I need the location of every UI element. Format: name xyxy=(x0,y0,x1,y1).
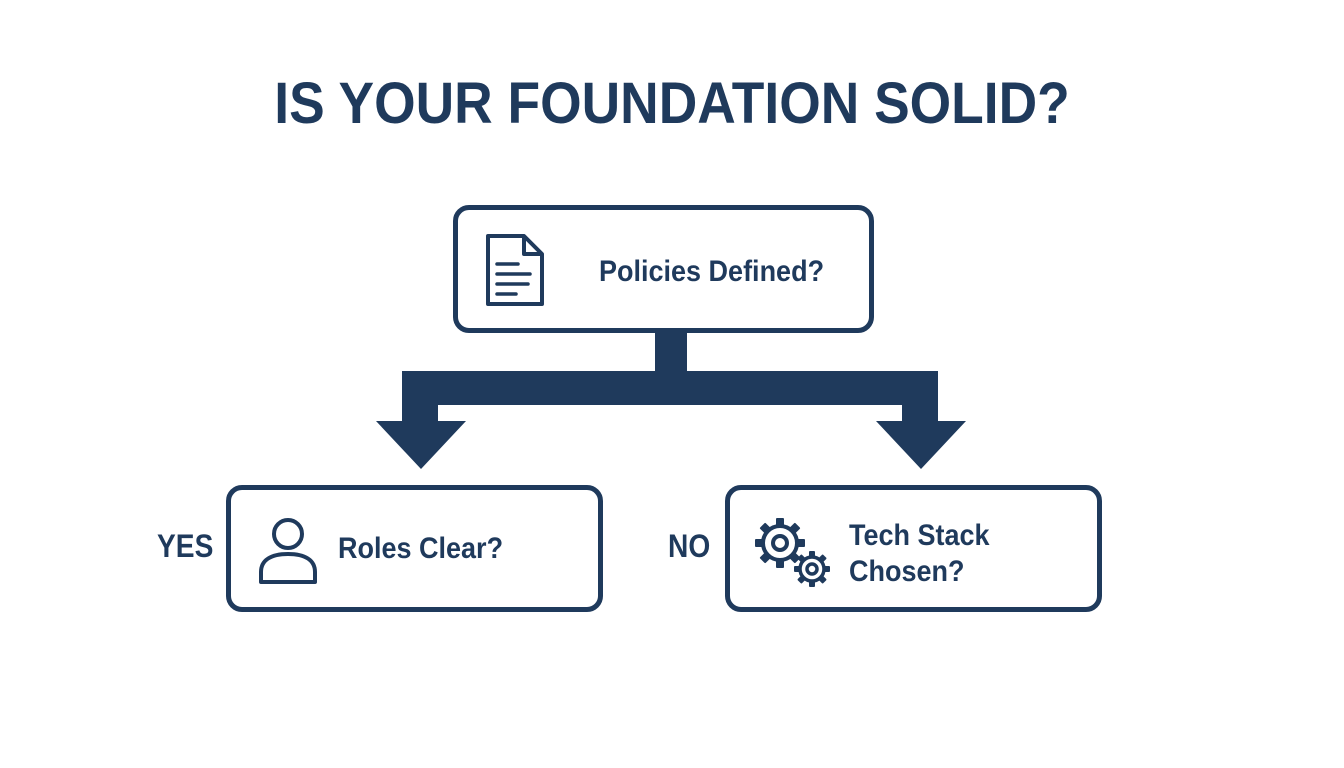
node-roles: Roles Clear? xyxy=(226,485,603,612)
arrow-left-head xyxy=(376,421,466,469)
gears-icon xyxy=(755,518,830,587)
no-label: NO xyxy=(668,528,711,564)
yes-label: YES xyxy=(157,528,214,564)
connector-left-drop xyxy=(402,371,438,427)
arrow-right-head xyxy=(876,421,966,469)
document-icon xyxy=(486,234,544,306)
page-title: IS YOUR FOUNDATION SOLID? xyxy=(274,71,1070,136)
node-policies: Policies Defined? xyxy=(453,205,874,333)
connector-right-drop xyxy=(902,371,938,427)
node-tech-stack: Tech Stack Chosen? xyxy=(725,485,1102,612)
node-tech-stack-label-line2: Chosen? xyxy=(849,555,965,588)
connector-bar xyxy=(402,371,938,405)
user-icon xyxy=(259,518,317,584)
node-policies-label: Policies Defined? xyxy=(599,255,825,288)
node-tech-stack-label-line1: Tech Stack xyxy=(849,519,990,552)
connector-stem xyxy=(655,328,687,376)
node-roles-label: Roles Clear? xyxy=(338,532,504,565)
